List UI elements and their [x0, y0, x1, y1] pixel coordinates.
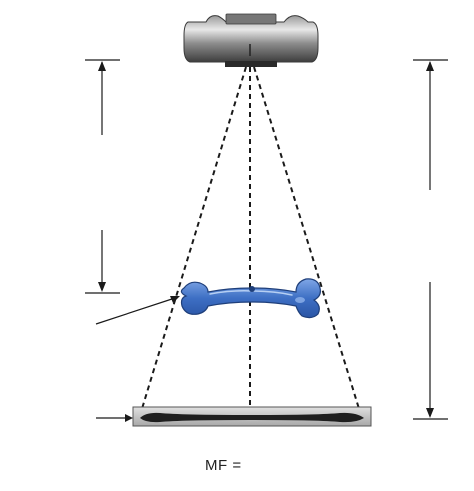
beam-lines — [140, 66, 361, 413]
sod-arrow-top — [98, 61, 106, 71]
sid-arrow-bottom — [426, 408, 434, 418]
beam-right-edge — [253, 66, 361, 413]
sid-arrow-top — [426, 61, 434, 71]
beam-left-edge — [140, 66, 247, 413]
sod-dimension-marker — [85, 59, 120, 294]
receptor-pointer-arrow — [96, 414, 133, 422]
bone-icon — [180, 278, 321, 319]
object-pointer-arrow — [95, 296, 180, 325]
sod-arrow-bottom — [98, 282, 106, 292]
sid-dimension-marker — [413, 59, 448, 420]
image-receptor-icon — [132, 406, 372, 427]
magnification-formula-label: MF = — [205, 457, 242, 474]
xray-tube-icon — [183, 13, 319, 67]
